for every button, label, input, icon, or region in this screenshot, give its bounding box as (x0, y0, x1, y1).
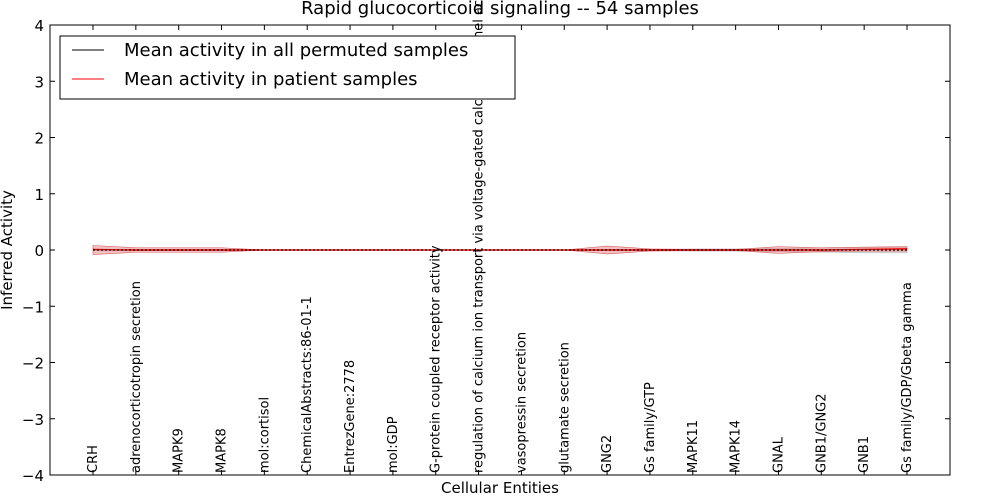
x-tick-label: CRH (86, 445, 101, 473)
x-tick-label: mol:cortisol (257, 397, 272, 473)
y-tick-label: −2 (22, 355, 44, 373)
y-tick-label: 0 (34, 242, 44, 260)
legend-label-patient: Mean activity in patient samples (124, 69, 418, 90)
x-tick-label: G-protein coupled receptor activity (429, 245, 444, 473)
series-lines (92, 248, 908, 251)
legend-label-permuted: Mean activity in all permuted samples (124, 40, 468, 61)
x-tick-label: Gs family/GDP/Gbeta gamma (900, 282, 915, 473)
y-tick-label: 4 (34, 17, 44, 35)
x-tick-label: GNB1 (857, 436, 872, 473)
y-axis: 4 3 2 1 0 −1 −2 −3 −4 (22, 17, 950, 485)
x-tick-label: vasopressin secretion (514, 332, 529, 473)
x-tick-label: MAPK11 (686, 420, 701, 473)
x-tick-label: MAPK8 (215, 428, 230, 473)
x-tick-label: regulation of calcium ion transport via … (472, 0, 487, 473)
x-tick-label: GNB1/GNG2 (814, 393, 829, 473)
x-tick-label: mol:GDP (386, 416, 401, 473)
x-tick-label: ChemicalAbstracts:86-01-1 (300, 296, 315, 473)
y-tick-label: −3 (22, 411, 44, 429)
x-tick-label: MAPK9 (172, 428, 187, 473)
y-tick-label: 1 (34, 186, 44, 204)
x-axis-label: Cellular Entities (441, 479, 559, 497)
line-series-1 (92, 248, 908, 251)
x-tick-label: Gs family/GTP (643, 382, 658, 473)
y-axis-label: Inferred Activity (0, 190, 16, 310)
x-tick-label: GNAL (771, 436, 786, 473)
x-tick-label: EntrezGene:2778 (343, 360, 358, 473)
y-tick-label: 3 (34, 73, 44, 91)
y-tick-label: 2 (34, 130, 44, 148)
x-tick-label: adrenocorticotropin secretion (129, 281, 144, 473)
x-tick-label: MAPK14 (729, 420, 744, 473)
x-tick-label: glutamate secretion (557, 342, 572, 473)
chart-title: Rapid glucocorticoid signaling -- 54 sam… (301, 0, 699, 19)
legend: Mean activity in all permuted samples Me… (59, 35, 516, 100)
y-tick-label: −4 (22, 467, 44, 485)
y-tick-label: −1 (22, 298, 44, 316)
legend-box (59, 35, 516, 100)
x-tick-label: GNG2 (600, 435, 615, 473)
